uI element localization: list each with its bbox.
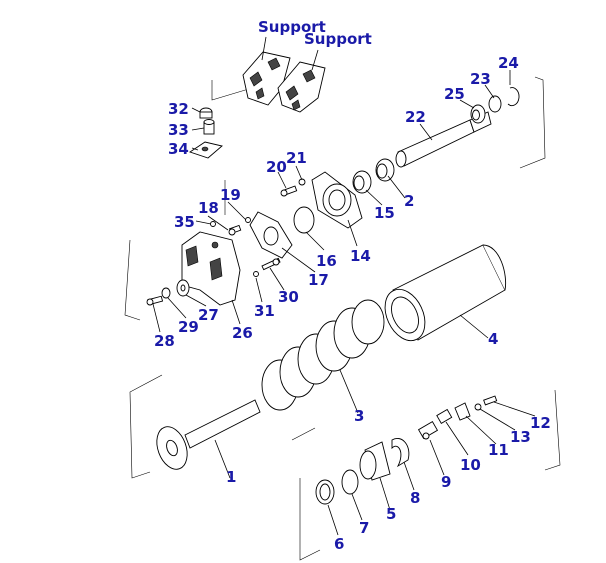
part-3-spring [261, 299, 385, 411]
part-25-bushing [470, 104, 486, 124]
callout-13: 13 [510, 428, 531, 446]
callout-4: 4 [488, 330, 498, 348]
callout-26: 26 [232, 324, 253, 342]
part-27-washer [176, 279, 190, 297]
support-label-2: Support [304, 30, 372, 48]
part-16-oring [293, 206, 315, 234]
callout-7: 7 [359, 519, 369, 537]
callout-34: 34 [168, 140, 189, 158]
part-10-fitting [436, 408, 453, 424]
callout-8: 8 [410, 489, 420, 507]
callout-19: 19 [220, 186, 241, 204]
callout-25: 25 [444, 85, 465, 103]
part-35-bolt [210, 221, 216, 227]
part-6-bushing [315, 479, 335, 505]
part-12-bolt [483, 395, 498, 406]
part-5-bushing [359, 441, 391, 481]
callout-12: 12 [530, 414, 551, 432]
callout-17: 17 [308, 271, 329, 289]
callout-22: 22 [405, 108, 426, 126]
part-24-snapring [507, 87, 520, 107]
callout-3: 3 [354, 407, 364, 425]
part-4-cylinder [384, 244, 507, 342]
callout-20: 20 [266, 158, 287, 176]
part-23-ring [488, 95, 502, 113]
callout-11: 11 [488, 441, 509, 459]
callout-18: 18 [198, 199, 219, 217]
part-33 [203, 119, 215, 135]
part-15-bushing [352, 170, 372, 194]
callout-31: 31 [254, 302, 275, 320]
callout-1: 1 [226, 468, 236, 486]
callout-2: 2 [404, 192, 414, 210]
callout-35: 35 [174, 213, 195, 231]
part-14-flange [311, 171, 363, 229]
part-32 [199, 107, 213, 119]
part-1-rod [156, 399, 261, 470]
callout-16: 16 [316, 252, 337, 270]
part-31-washer [253, 271, 259, 277]
part-28-bolt [146, 295, 164, 306]
callout-27: 27 [198, 306, 219, 324]
labels: Support Support 1 2 3 4 5 6 7 8 9 10 11 … [154, 18, 551, 553]
callout-29: 29 [178, 318, 199, 336]
callout-28: 28 [154, 332, 175, 350]
callout-33: 33 [168, 121, 189, 139]
callout-23: 23 [470, 70, 491, 88]
part-26-bracket [181, 231, 241, 306]
part-9-fitting [417, 421, 439, 440]
callout-30: 30 [278, 288, 299, 306]
callout-32: 32 [168, 100, 189, 118]
callout-10: 10 [460, 456, 481, 474]
callout-5: 5 [386, 505, 396, 523]
part-34 [188, 141, 223, 159]
callout-24: 24 [498, 54, 519, 72]
callout-6: 6 [334, 535, 344, 553]
part-13-washer [474, 403, 482, 411]
part-2-bushing [375, 158, 395, 182]
leader-lines [152, 36, 536, 536]
callout-21: 21 [286, 149, 307, 167]
part-17-gasket [249, 211, 293, 259]
part-8-retainer [391, 438, 410, 468]
part-19-washer [245, 217, 251, 223]
part-29-washer [161, 287, 171, 299]
part-20-bolt [280, 185, 298, 197]
callout-15: 15 [374, 204, 395, 222]
callout-9: 9 [441, 473, 451, 491]
support-label-1: Support [258, 18, 326, 36]
support-bracket-2 [277, 61, 326, 113]
assembly-frame-lines [124, 76, 561, 561]
part-18-bolt [228, 224, 242, 236]
callout-14: 14 [350, 247, 371, 265]
part-30-bolt [261, 257, 281, 271]
part-7-ring [341, 469, 359, 495]
